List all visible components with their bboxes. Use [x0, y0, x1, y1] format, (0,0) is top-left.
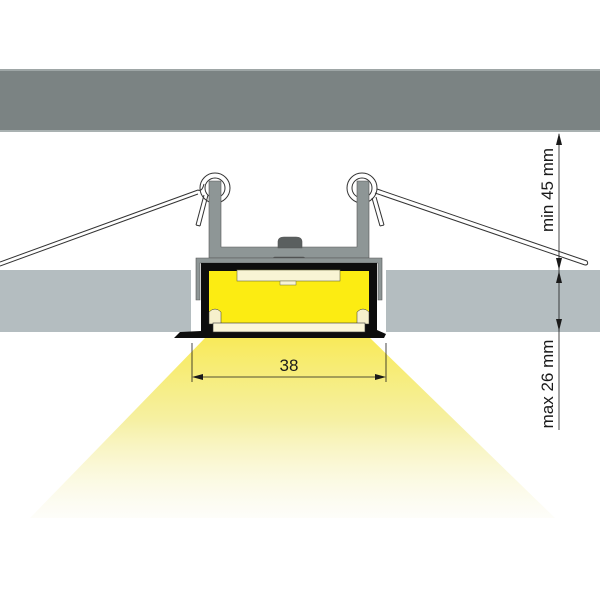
light-beam — [30, 338, 555, 518]
width-dimension-label: 38 — [280, 356, 299, 375]
ceiling-board-left — [0, 270, 191, 332]
width-dimension — [191, 343, 387, 382]
max-depth-label: max 26 mm — [538, 340, 557, 429]
spring-clip-left — [0, 172, 231, 267]
bracket-screw — [277, 236, 303, 249]
mounting-bracket — [208, 180, 370, 263]
ceiling-board-right — [386, 270, 600, 332]
aluminium-profile — [174, 257, 386, 338]
diffuser — [212, 322, 366, 333]
min-height-label: min 45 mm — [538, 148, 557, 232]
ceiling-slab — [0, 69, 600, 132]
height-dimension — [556, 133, 562, 430]
led-strip — [236, 269, 341, 286]
